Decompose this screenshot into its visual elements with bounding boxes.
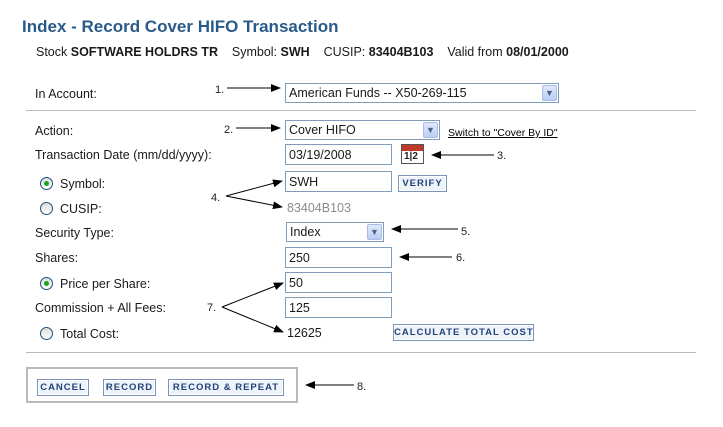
total-cost-radio[interactable]: [40, 327, 53, 340]
stock-label: Stock: [36, 45, 68, 59]
record-button[interactable]: RECORD: [103, 379, 156, 396]
cusip-value: 83404B103: [368, 45, 434, 59]
annotation-4: 4.: [211, 192, 221, 204]
cusip-label: CUSIP:: [323, 45, 366, 59]
verify-button[interactable]: VERIFY: [398, 175, 447, 192]
calendar-icon-text: 1|2: [404, 151, 418, 162]
cusip-label: CUSIP:: [60, 202, 102, 216]
calculate-total-cost-button[interactable]: CALCULATE TOTAL COST: [393, 324, 534, 341]
symbol-value: SWH: [280, 45, 310, 59]
transaction-date-label: Transaction Date (mm/dd/yyyy):: [35, 148, 212, 162]
record-and-repeat-button[interactable]: RECORD & REPEAT: [168, 379, 284, 396]
annotation-7: 7.: [207, 302, 217, 314]
stock-name: SOFTWARE HOLDRS TR: [70, 45, 218, 59]
arrow-4-cusip: [225, 195, 283, 210]
stock-info-line: Stock SOFTWARE HOLDRS TR Symbol: SWH CUS…: [36, 45, 569, 59]
action-select-value: Cover HIFO: [289, 123, 356, 137]
annotation-3: 3.: [497, 150, 507, 162]
total-cost-value: 12625: [287, 326, 322, 340]
cusip-radio[interactable]: [40, 202, 53, 215]
shares-label: Shares:: [35, 251, 79, 265]
chevron-down-icon[interactable]: ▼: [423, 122, 438, 138]
symbol-input[interactable]: SWH: [285, 171, 392, 192]
security-type-label: Security Type:: [35, 226, 114, 240]
divider-bottom: [26, 352, 696, 353]
account-select-value: American Funds -- X50-269-115: [289, 86, 467, 100]
arrow-7-total: [221, 306, 284, 333]
symbol-label: Symbol:: [60, 177, 106, 191]
chevron-down-icon[interactable]: ▼: [367, 224, 382, 240]
price-per-share-radio[interactable]: [40, 277, 53, 290]
account-label: In Account:: [35, 87, 97, 101]
annotation-2: 2.: [224, 124, 234, 136]
commission-label: Commission + All Fees:: [35, 301, 166, 315]
cusip-value-disabled: 83404B103: [287, 201, 351, 215]
commission-input[interactable]: 125: [285, 297, 392, 318]
annotation-1: 1.: [215, 84, 225, 96]
calendar-header: [402, 145, 423, 151]
symbol-radio[interactable]: [40, 177, 53, 190]
chevron-down-icon[interactable]: ▼: [542, 85, 557, 101]
price-per-share-label: Price per Share:: [60, 277, 151, 291]
action-select[interactable]: Cover HIFO ▼: [285, 120, 440, 140]
valid-from-label: Valid from: [447, 45, 503, 59]
arrow-7-price: [221, 282, 284, 308]
total-cost-label: Total Cost:: [60, 327, 120, 341]
page-title: Index - Record Cover HIFO Transaction: [22, 17, 339, 36]
cancel-button[interactable]: CANCEL: [37, 379, 89, 396]
price-per-share-input[interactable]: 50: [285, 272, 392, 293]
arrow-4-symbol: [225, 179, 283, 197]
shares-input[interactable]: 250: [285, 247, 392, 268]
switch-cover-by-id-link[interactable]: Switch to "Cover By ID": [448, 127, 558, 139]
divider-top: [26, 110, 696, 111]
symbol-label: Symbol:: [231, 45, 278, 59]
annotation-5: 5.: [461, 226, 471, 238]
security-type-select[interactable]: Index ▼: [286, 222, 384, 242]
annotation-8: 8.: [357, 381, 367, 393]
account-select[interactable]: American Funds -- X50-269-115 ▼: [285, 83, 559, 103]
transaction-date-input[interactable]: 03/19/2008: [285, 144, 392, 165]
annotation-6: 6.: [456, 252, 466, 264]
calendar-icon[interactable]: 1|2: [401, 144, 424, 164]
action-buttons-box: [26, 367, 298, 403]
valid-from-date: 08/01/2000: [506, 45, 569, 59]
action-label: Action:: [35, 124, 74, 138]
security-type-value: Index: [290, 225, 321, 239]
